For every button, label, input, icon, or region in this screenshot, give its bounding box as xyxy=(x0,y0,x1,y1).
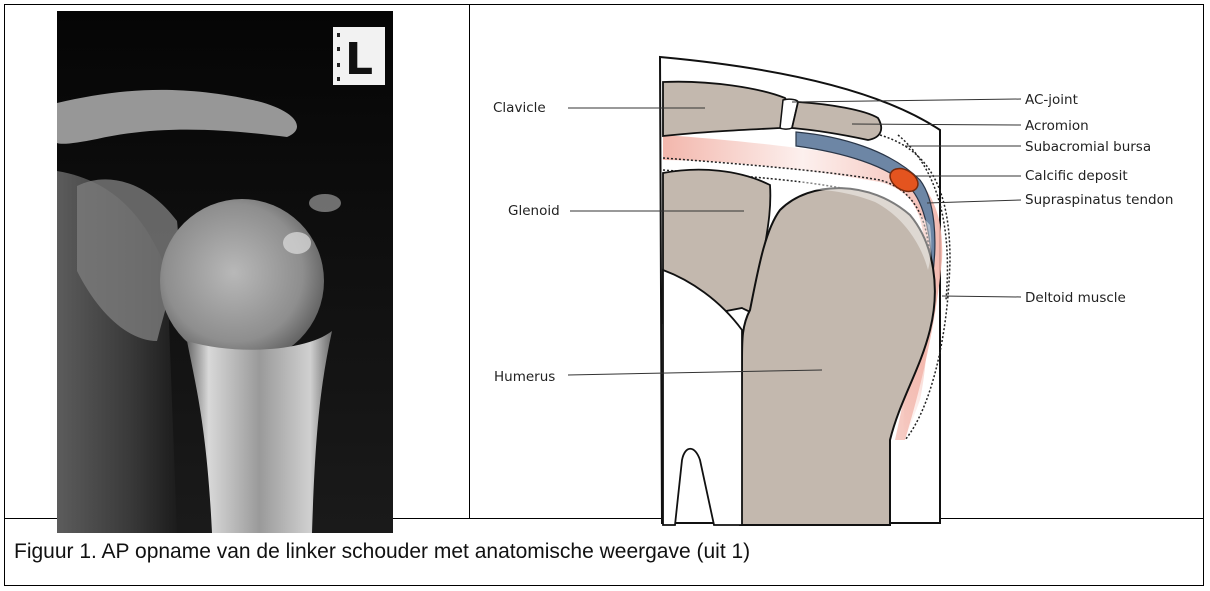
side-marker: L xyxy=(333,27,385,85)
xray-image: L xyxy=(57,11,393,533)
label-supraspinatus-tendon: Supraspinatus tendon xyxy=(1025,192,1173,208)
figure-caption: Figuur 1. AP opname van de linker schoud… xyxy=(14,540,750,564)
label-deltoid-muscle: Deltoid muscle xyxy=(1025,290,1126,306)
leader-deltoid-muscle xyxy=(942,296,1021,297)
label-calcific-deposit: Calcific deposit xyxy=(1025,168,1128,184)
label-glenoid: Glenoid xyxy=(508,203,560,219)
column-divider xyxy=(469,5,470,518)
xray-humeral-head xyxy=(160,199,324,363)
label-subacromial-bursa: Subacromial bursa xyxy=(1025,139,1151,155)
label-acromion: Acromion xyxy=(1025,118,1089,134)
label-humerus: Humerus xyxy=(494,369,555,385)
label-clavicle: Clavicle xyxy=(493,100,546,116)
side-marker-text: L xyxy=(345,34,373,85)
xray-calcification xyxy=(283,232,311,254)
label-ac-joint: AC-joint xyxy=(1025,92,1078,108)
leader-supraspinatus-tendon xyxy=(927,200,1021,203)
anatomy-diagram: Clavicle Glenoid Humerus AC-joint Acromi… xyxy=(480,40,1200,530)
